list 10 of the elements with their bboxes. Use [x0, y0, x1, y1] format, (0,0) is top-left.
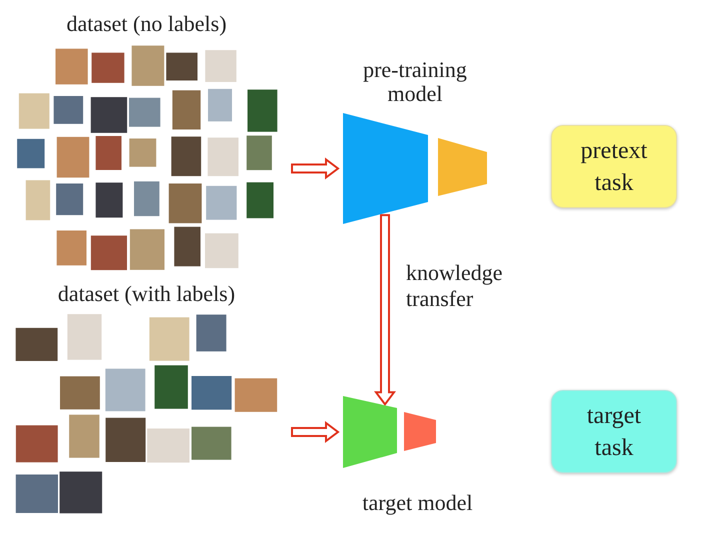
model-label: target model — [362, 491, 473, 515]
dataset-heading: dataset (with labels) — [58, 282, 236, 306]
edge-label: knowledge transfer — [406, 260, 504, 312]
task-box: target task — [551, 390, 677, 473]
hollow-arrow — [291, 158, 340, 180]
dataset-heading: dataset (no labels) — [66, 12, 227, 36]
task-box: pretext task — [551, 125, 677, 208]
hollow-arrow — [291, 421, 340, 443]
hollow-arrow — [374, 214, 396, 406]
model-label: pre-training model — [362, 58, 468, 106]
